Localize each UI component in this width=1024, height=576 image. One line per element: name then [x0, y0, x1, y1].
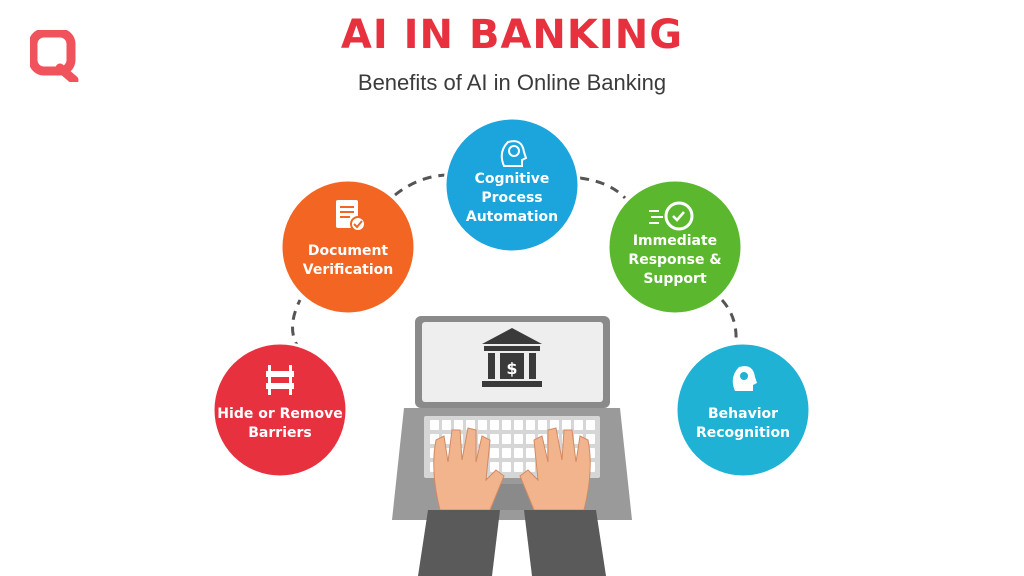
bank-dollar-icon: $: [482, 328, 542, 387]
node-label: Behavior: [708, 406, 778, 422]
keyboard-key: [514, 434, 523, 444]
node-label: Hide or Remove: [217, 406, 342, 422]
node-label: Immediate: [633, 233, 717, 249]
keyboard-key: [586, 420, 595, 430]
keyboard-key: [490, 448, 499, 458]
keyboard-key: [502, 434, 511, 444]
connector-barriers-document: [291, 299, 302, 351]
svg-text:$: $: [506, 359, 517, 378]
keyboard-key: [514, 420, 523, 430]
node-circle: [279, 178, 417, 316]
node-label: Process: [481, 190, 542, 206]
node-circle: [443, 116, 581, 254]
page-subtitle: Benefits of AI in Online Banking: [357, 70, 667, 95]
laptop-bank-icon: $: [392, 316, 632, 520]
sleeves: [418, 510, 606, 576]
connector-document-cognitive: [394, 173, 451, 197]
keyboard-key: [526, 420, 535, 430]
right-hand: [519, 427, 591, 511]
keyboard-key: [574, 420, 583, 430]
node-circle: [674, 341, 812, 479]
keyboard-key: [538, 420, 547, 430]
node-label: Barriers: [248, 425, 311, 441]
node-label: Document: [308, 243, 389, 259]
keyboard-key: [502, 420, 511, 430]
page-title: AI IN BANKING: [340, 12, 684, 58]
node-label: Recognition: [696, 425, 790, 441]
keyboard-key: [526, 462, 535, 472]
keyboard-key: [550, 420, 559, 430]
keyboard-key: [490, 420, 499, 430]
node-circle: [606, 178, 744, 316]
left-hand: [433, 427, 505, 511]
node-circle: [211, 341, 349, 479]
connector-cognitive-response: [579, 176, 627, 200]
keyboard-key: [490, 462, 499, 472]
keyboard-key: [526, 434, 535, 444]
keyboard-key: [502, 448, 511, 458]
keyboard-key: [562, 420, 571, 430]
keyboard-key: [430, 420, 439, 430]
clipboard-check-icon: [336, 200, 366, 232]
brain-head-icon: [500, 140, 528, 167]
barrier-icon: [266, 365, 294, 395]
q-logo-icon: [28, 28, 82, 85]
head-gear-icon: [732, 366, 757, 391]
stopwatch-check-icon: [649, 201, 694, 231]
node-label: Automation: [466, 209, 558, 225]
keyboard-key: [478, 420, 487, 430]
keyboard-key: [466, 420, 475, 430]
node-label: Cognitive: [475, 171, 550, 187]
hands: [433, 427, 591, 511]
keyboard-key: [442, 420, 451, 430]
keyboard-key: [454, 420, 463, 430]
node-label: Support: [643, 271, 707, 287]
node-label: Response &: [628, 252, 721, 268]
keyboard-key: [526, 448, 535, 458]
keyboard-key: [514, 448, 523, 458]
keyboard-key: [490, 434, 499, 444]
keyboard-key: [502, 462, 511, 472]
node-label: Verification: [303, 262, 393, 278]
keyboard-key: [514, 462, 523, 472]
